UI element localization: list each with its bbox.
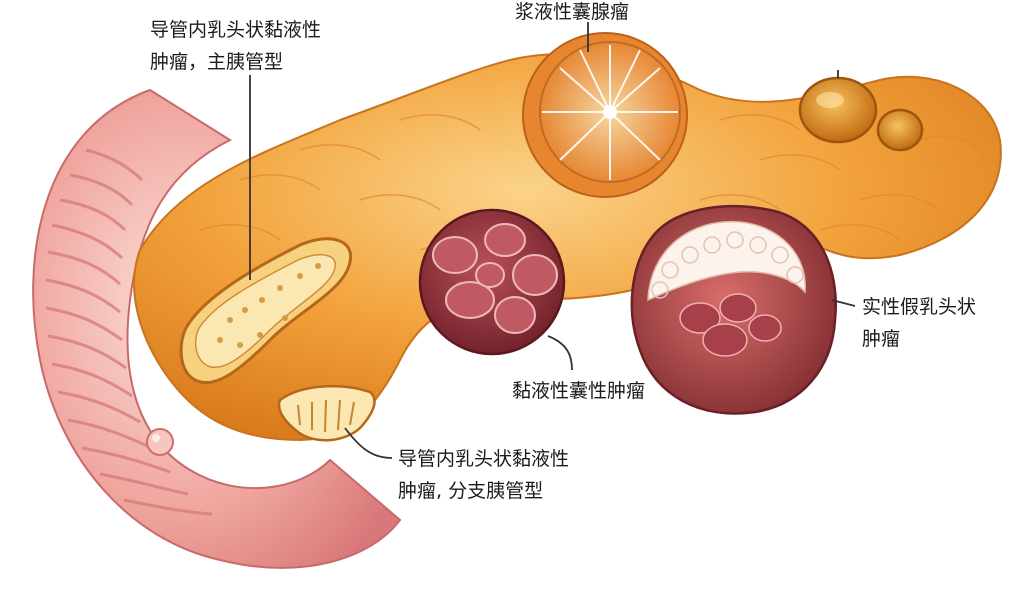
label-serous-line1: 浆液性囊腺瘤	[515, 1, 630, 23]
label-ipmn-main-line1: 导管内乳头状黏液性	[150, 19, 322, 41]
ipmn-branch-duct-lesion	[277, 384, 376, 442]
label-mucinous-line1: 黏液性囊性肿瘤	[512, 380, 646, 402]
tail-cyst-lesion	[798, 76, 924, 152]
mucinous-cystic-neoplasm-lesion	[418, 208, 566, 356]
label-solid-pseudopapillary: 实性假乳头状 肿瘤	[862, 291, 976, 355]
label-ipmn-branch-duct: 导管内乳头状黏液性 肿瘤, 分支胰管型	[398, 443, 569, 507]
leader-mucinous	[547, 335, 573, 371]
duodenum	[32, 88, 402, 569]
leader-lines	[249, 22, 856, 459]
leader-ipmn-branch	[344, 427, 393, 459]
serous-cystadenoma-lesion	[522, 32, 688, 198]
label-ipmn-branch-line2: 肿瘤, 分支胰管型	[398, 480, 544, 502]
label-ipmn-branch-line1: 导管内乳头状黏液性	[398, 448, 570, 470]
label-serous-cystadenoma: 浆液性囊腺瘤	[515, 0, 629, 28]
label-mucinous-cystic: 黏液性囊性肿瘤	[512, 375, 645, 407]
label-ipmn-main-line2: 肿瘤，主胰管型	[150, 51, 284, 73]
leader-spn	[831, 299, 856, 307]
pancreas	[133, 53, 1002, 442]
label-spn-line2: 肿瘤	[862, 328, 901, 350]
ipmn-main-duct-lesion	[179, 237, 353, 385]
label-spn-line1: 实性假乳头状	[862, 296, 977, 318]
label-ipmn-main-duct: 导管内乳头状黏液性 肿瘤，主胰管型	[150, 14, 321, 78]
solid-pseudopapillary-neoplasm-lesion	[630, 205, 837, 415]
